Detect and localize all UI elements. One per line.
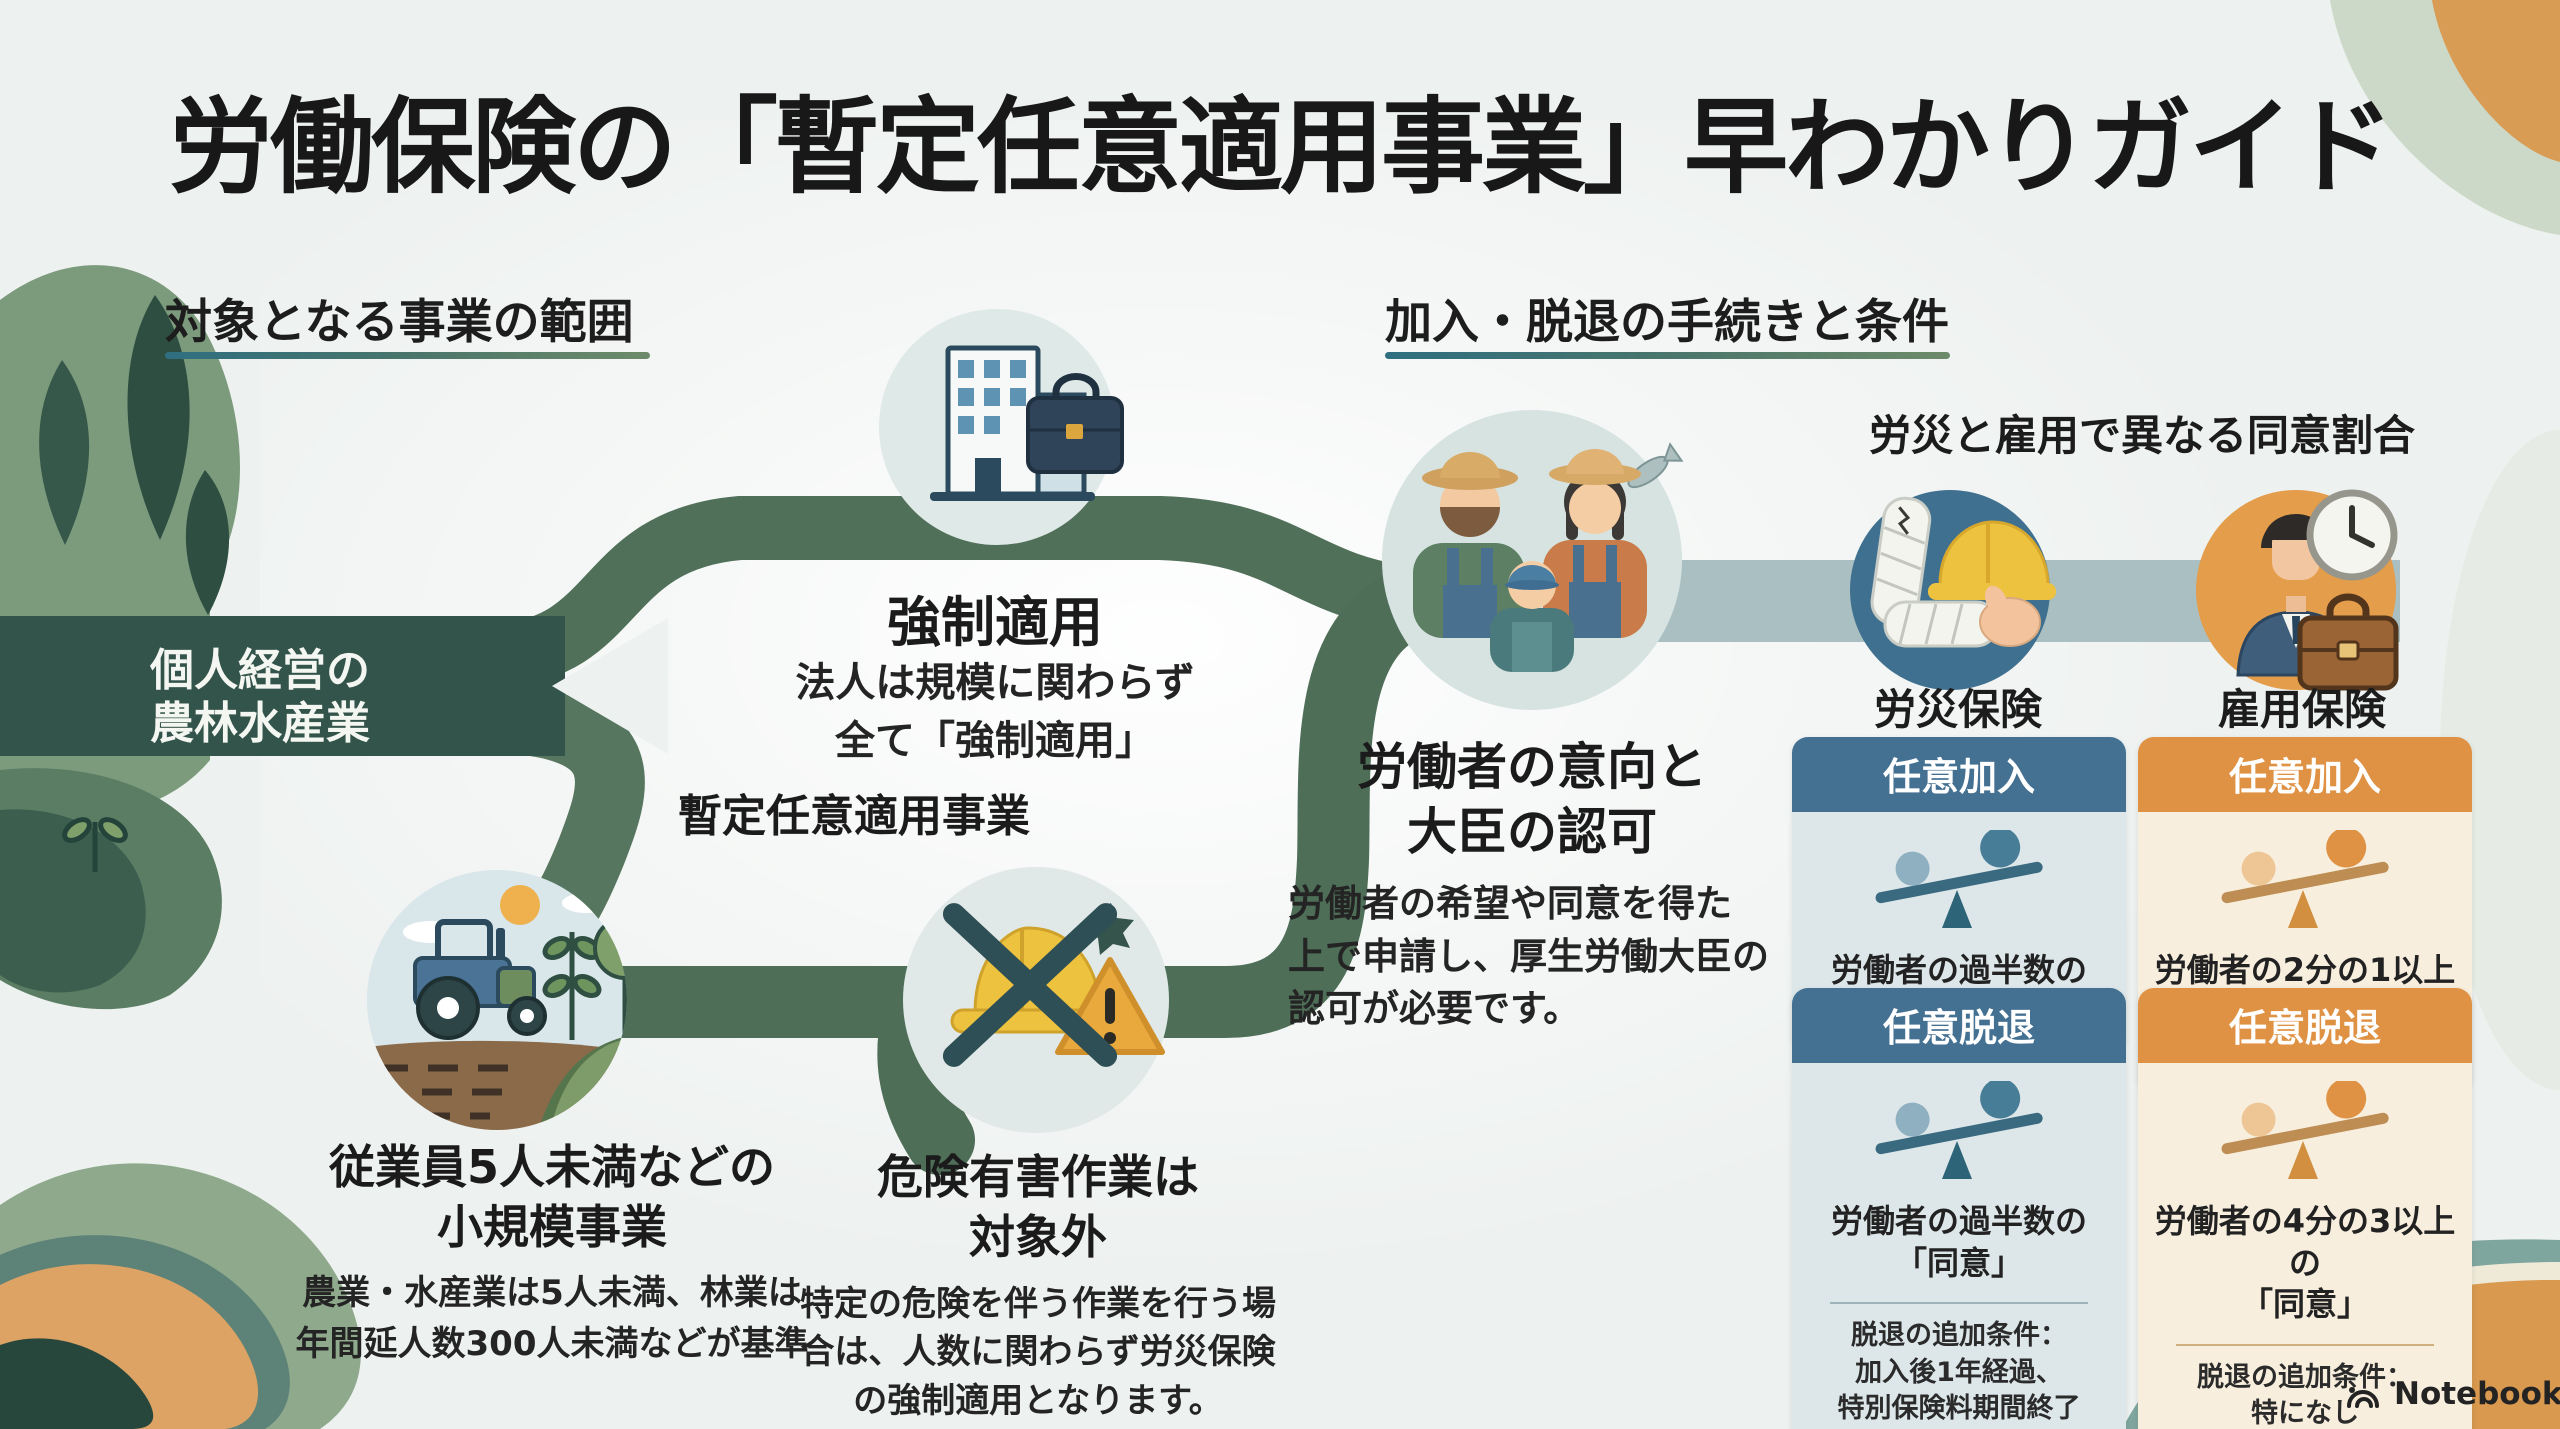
source-ribbon-label: 個人経営の 農林水産業 xyxy=(150,645,370,749)
page-title: 労働保険の「暫定任意適用事業」早わかりガイド xyxy=(168,86,2394,208)
injured-arm-helmet-icon xyxy=(1850,490,2056,690)
sprout-icon xyxy=(62,817,128,872)
hazardous-desc: 特定の危険を伴う作業を行う場 合は、人数に関わらず労災保険 の強制適用となります… xyxy=(800,1284,1276,1421)
rosai-leave-card: 任意脱退 労働者の過半数の 「同意」 脱退の追加条件： 加入後1年経過、 特別保… xyxy=(1792,988,2126,1429)
fish-icon xyxy=(1627,442,1684,489)
right-section-underline xyxy=(1385,352,1950,359)
left-section-underline xyxy=(165,352,650,359)
rosai-join-header: 任意加入 xyxy=(1792,737,2126,812)
koyo-join-header: 任意加入 xyxy=(2138,737,2472,812)
source-ribbon xyxy=(0,616,565,756)
rosai-leave-text: 労働者の過半数の 「同意」 xyxy=(1830,1202,2087,1282)
balance-seesaw-icon xyxy=(2221,830,2389,928)
koyo-leave-header: 任意脱退 xyxy=(2138,988,2472,1063)
office-building-briefcase-icon xyxy=(879,309,1124,545)
right-section-heading: 加入・脱退の手続きと条件 xyxy=(1385,295,1949,350)
card-divider xyxy=(2176,1343,2434,1346)
balance-seesaw-icon xyxy=(2221,1081,2389,1179)
consent-ratio-heading: 労災と雇用で異なる同意割合 xyxy=(1868,411,2415,460)
card-divider xyxy=(1830,1302,2088,1305)
small-business-title: 従業員5人未満などの 小規模事業 xyxy=(328,1140,775,1254)
rosai-leave-extra: 脱退の追加条件： 加入後1年経過、 特別保険料期間終了 xyxy=(1837,1320,2081,1425)
approval-desc: 労働者の希望や同意を得た 上で申請し、厚生労働大臣の 認可が必要です。 xyxy=(1288,882,1769,1031)
approval-title: 労働者の意向と 大臣の認可 xyxy=(1357,738,1707,861)
farm-family-icon xyxy=(1382,410,1684,710)
compulsory-title: 強制適用 xyxy=(887,591,1103,654)
rosai-label: 労災保険 xyxy=(1873,685,2042,734)
hazardous-title: 危険有害作業は 対象外 xyxy=(877,1150,1199,1264)
notebooklm-logo-icon xyxy=(2347,1387,2379,1408)
koyo-leave-extra: 脱退の追加条件： 特になし xyxy=(2197,1361,2413,1429)
balance-seesaw-icon xyxy=(1875,1081,2043,1179)
businessman-clock-briefcase-icon xyxy=(2196,489,2399,691)
crossed-helmet-warning-icon xyxy=(903,867,1169,1133)
balance-seesaw-icon xyxy=(1875,830,2043,928)
koyo-label: 雇用保険 xyxy=(2217,685,2386,734)
small-business-desc: 農業・水産業は5人未満、林業は 年間延人数300人未満などが基準 xyxy=(295,1273,809,1364)
brand-name: NotebookLM xyxy=(2394,1376,2560,1412)
compulsory-desc: 法人は規模に関わらず 全て「強制適用」 xyxy=(795,660,1195,764)
left-section-heading: 対象となる事業の範囲 xyxy=(165,295,634,350)
brand-footer: NotebookLM xyxy=(2344,1376,2560,1412)
koyo-leave-card: 任意脱退 労働者の4分の3以上の 「同意」 脱退の追加条件： 特になし xyxy=(2138,988,2472,1429)
branch-split-notch xyxy=(552,618,668,754)
rosai-leave-header: 任意脱退 xyxy=(1792,988,2126,1063)
tractor-field-icon xyxy=(367,870,627,1130)
koyo-leave-text: 労働者の4分の3以上の 「同意」 xyxy=(2154,1202,2456,1324)
provisional-branch-label: 暫定任意適用事業 xyxy=(678,791,1030,842)
